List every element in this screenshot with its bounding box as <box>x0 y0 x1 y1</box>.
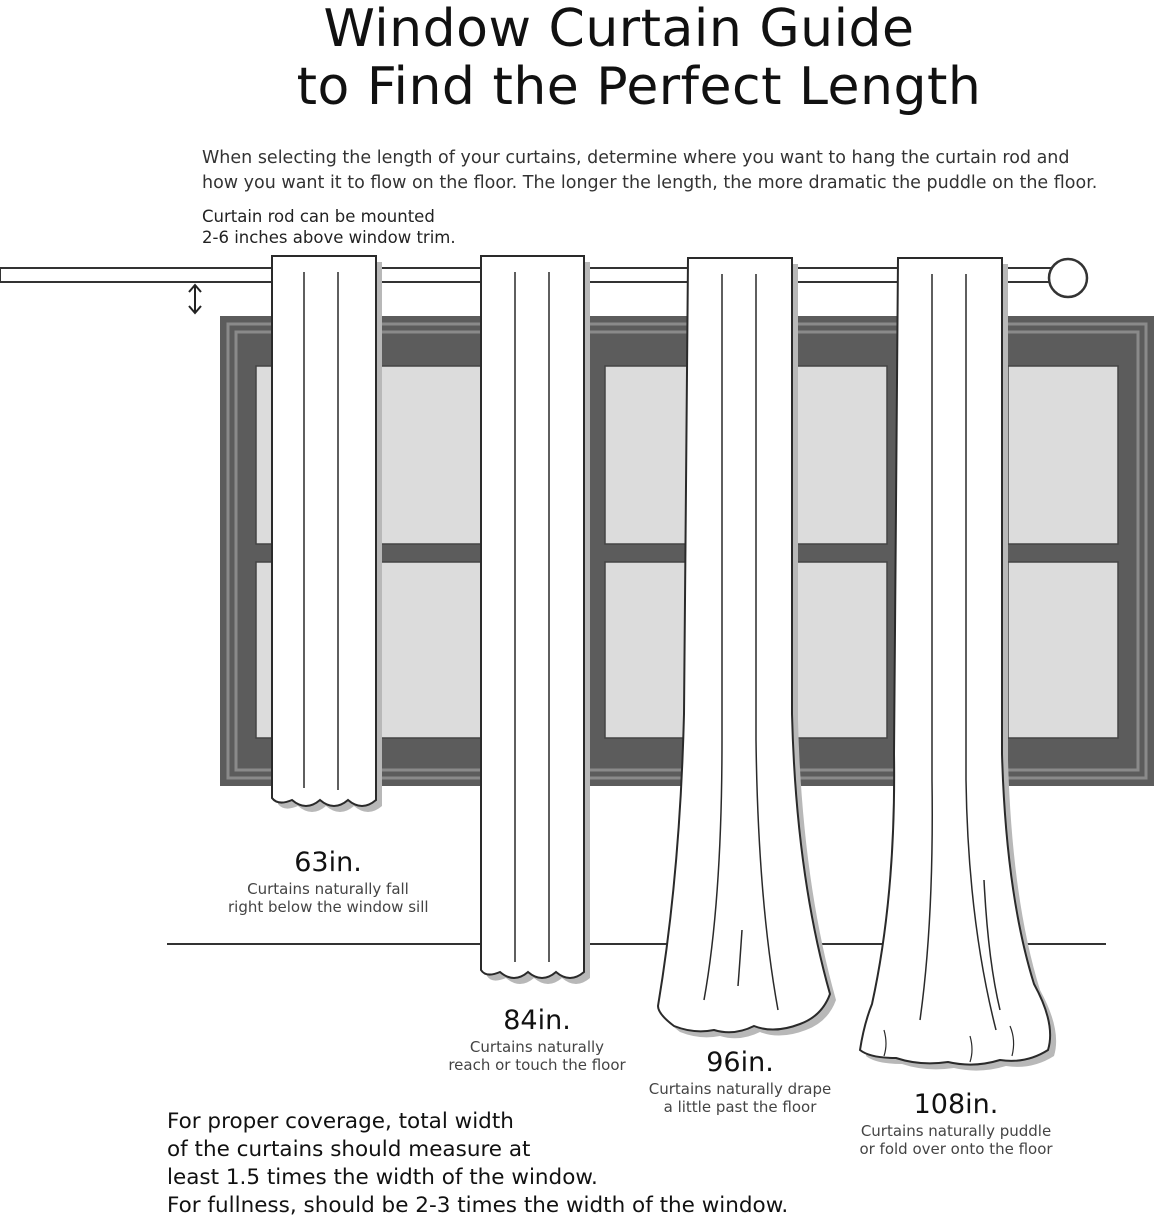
length-description: reach or touch the floor <box>448 1056 626 1074</box>
curtain-108in <box>858 257 1057 1071</box>
title-line-2: to Find the Perfect Length <box>296 57 982 117</box>
length-description: a little past the floor <box>663 1098 817 1116</box>
coverage-note: For proper coverage, total width of the … <box>167 1108 788 1220</box>
length-description: right below the window sill <box>228 898 429 916</box>
coverage-line-2: of the curtains should measure at <box>167 1137 531 1162</box>
length-description: or fold over onto the floor <box>859 1140 1053 1158</box>
intro-text: When selecting the length of your curtai… <box>202 146 1097 196</box>
length-description: Curtains naturally puddle <box>860 1122 1052 1140</box>
length-label-96: 96in. Curtains naturally drape a little … <box>640 1046 840 1116</box>
page-title: Window Curtain Guide to Find the Perfect… <box>0 0 1158 116</box>
length-value: 84in. <box>503 1005 571 1036</box>
rod-note-line-2: 2-6 inches above window trim. <box>202 228 456 247</box>
curtain-63in <box>271 255 382 812</box>
curtain-96in <box>656 257 836 1039</box>
length-description: Curtains naturally drape <box>648 1080 832 1098</box>
intro-line-1: When selecting the length of your curtai… <box>202 148 1070 168</box>
curtain-84in <box>480 255 590 984</box>
up-down-arrow-icon <box>188 283 202 315</box>
length-description: Curtains naturally fall <box>247 880 409 898</box>
coverage-line-1: For proper coverage, total width <box>167 1109 514 1134</box>
length-label-63: 63in. Curtains naturally fall right belo… <box>228 846 429 916</box>
length-value: 108in. <box>913 1089 999 1120</box>
intro-line-2: how you want it to flow on the floor. Th… <box>202 173 1098 193</box>
length-value: 96in. <box>706 1047 774 1078</box>
window-pane <box>1007 561 1119 739</box>
rod-finial <box>1047 257 1089 299</box>
rod-note-line-1: Curtain rod can be mounted <box>202 207 435 226</box>
coverage-line-4: For fullness, should be 2-3 times the wi… <box>167 1193 789 1218</box>
length-description: Curtains naturally <box>469 1038 605 1056</box>
window-pane <box>1007 365 1119 545</box>
length-value: 63in. <box>294 847 362 878</box>
rod-mount-note: Curtain rod can be mounted 2-6 inches ab… <box>202 206 456 248</box>
coverage-line-3: least 1.5 times the width of the window. <box>167 1165 598 1190</box>
length-label-108: 108in. Curtains naturally puddle or fold… <box>856 1088 1056 1158</box>
length-label-84: 84in. Curtains naturally reach or touch … <box>437 1004 637 1074</box>
title-line-1: Window Curtain Guide <box>323 0 915 59</box>
